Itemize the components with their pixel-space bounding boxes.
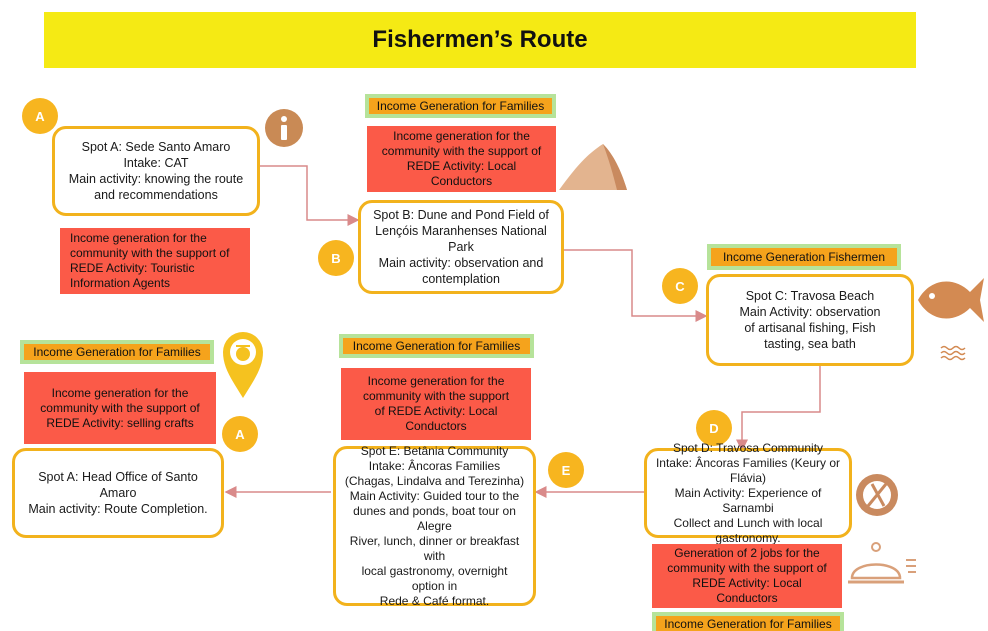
spot-text: Intake: CAT (123, 156, 189, 170)
spot-d-box: Spot D: Travosa Community Intake: Âncora… (644, 441, 852, 545)
income-text: REDE Activity: selling crafts (46, 415, 194, 430)
income-text: community with the support (362, 389, 510, 403)
income-box-d: Generation of 2 jobs for the community w… (652, 544, 842, 608)
income-text: REDE Activity: Local Conductors (406, 159, 517, 188)
arrow-c-to-d (736, 366, 821, 452)
spot-text: contemplation (422, 272, 500, 286)
spot-e-box: Spot E: Betânia Community Intake: Âncora… (333, 443, 536, 608)
food-cloche-icon (848, 542, 916, 584)
spot-text: Spot B: Dune and Pond Field of (373, 208, 549, 222)
income-text: community with the support of (70, 246, 230, 260)
spot-text: Main Activity: Experience of Sarnambi (674, 485, 822, 515)
spot-text: Main activity: observation and (378, 256, 544, 270)
spot-text: dunes and ponds, boat tour on Alegre (353, 503, 516, 533)
tag-income-families-e: Income Generation for Families (339, 334, 534, 358)
tag-income-families-d: Income Generation for Families (652, 612, 844, 631)
spot-text: local gastronomy, overnight option in (361, 563, 508, 593)
spot-text: Lençóis Maranhenses National Park (375, 224, 547, 254)
arrow-a-to-b (258, 165, 360, 226)
income-box-a-end: Income generation for the community with… (24, 372, 216, 444)
income-text: Income generation for the (51, 385, 189, 400)
spot-text: (Chagas, Lindalva and Terezinha) (344, 473, 525, 488)
tag-income-families-b: Income Generation for Families (365, 94, 556, 118)
badge-b: B (318, 240, 354, 276)
spot-text: Spot A: Head Office of Santo Amaro (38, 470, 198, 500)
badge-d: D (696, 410, 732, 446)
spot-a-box: Spot A: Sede Santo Amaro Intake: CAT Mai… (52, 126, 260, 216)
spot-text: Rede & Café format. (379, 593, 490, 608)
income-text: community with the support of (381, 144, 542, 158)
badge-e: E (548, 452, 584, 488)
income-box-b: Income generation for the community with… (367, 126, 556, 192)
income-text: community with the support of (40, 400, 200, 415)
page-title: Fishermen’s Route (44, 12, 916, 68)
dune-icon (559, 144, 627, 190)
tag-income-fishermen-c: Income Generation Fishermen (707, 244, 901, 270)
arrow-b-to-c (563, 249, 708, 322)
income-text: Income generation for the (70, 231, 207, 245)
income-text: Income generation for the (367, 374, 505, 388)
income-box-a: Income generation for the community with… (60, 228, 250, 294)
spot-text: tasting, sea bath (764, 337, 856, 351)
badge-a-end: A (222, 416, 258, 452)
income-text: Generation of 2 jobs for the (674, 546, 820, 560)
spot-text: Main activity: knowing the route (68, 172, 244, 186)
income-text: Income generation for the (393, 129, 530, 143)
income-text: REDE Activity: Touristic (70, 261, 195, 275)
spot-text: Main Activity: Guided tour to the (349, 488, 520, 503)
spot-text: Spot A: Sede Santo Amaro (81, 140, 231, 154)
spot-text: Main Activity: observation (739, 305, 881, 319)
spot-text: River, lunch, dinner or breakfast with (349, 533, 520, 563)
spot-text: Spot E: Betânia Community (360, 443, 509, 458)
spot-text: Intake: Âncoras Families (Keury or (655, 455, 841, 470)
income-text: of REDE Activity: Local (374, 404, 498, 418)
income-text: community with the support of (667, 561, 827, 575)
badge-c: C (662, 268, 698, 304)
map-pin-crafts-icon (223, 332, 263, 398)
spot-text: Spot D: Travosa Community (672, 440, 824, 455)
spot-text: Main activity: Route Completion. (28, 502, 208, 516)
income-text: REDE Activity: Local Conductors (692, 576, 802, 605)
badge-a-start: A (22, 98, 58, 134)
waves-icon (940, 345, 966, 361)
spot-text: Spot C: Travosa Beach (745, 289, 875, 303)
spot-text: and recommendations (94, 188, 218, 202)
spot-text: Collect and Lunch with local gastronomy. (673, 515, 823, 545)
spot-text: Intake: Âncoras Families (368, 458, 501, 473)
income-box-e: Income generation for the community with… (341, 368, 531, 440)
fish-icon (918, 278, 984, 322)
spot-c-box: Spot C: Travosa Beach Main Activity: obs… (706, 274, 914, 366)
spot-text: of artisanal fishing, Fish (744, 321, 876, 335)
info-icon (265, 109, 303, 147)
spot-b-box: Spot B: Dune and Pond Field of Lençóis M… (358, 200, 564, 294)
spot-text: Flávia) (729, 470, 766, 485)
income-text: Information Agents (70, 276, 171, 290)
income-text: Conductors (405, 419, 467, 433)
tag-income-families-a-end: Income Generation for Families (20, 340, 214, 364)
spot-a-end-box: Spot A: Head Office of Santo Amaro Main … (12, 448, 224, 538)
plate-cutlery-icon (856, 474, 898, 516)
